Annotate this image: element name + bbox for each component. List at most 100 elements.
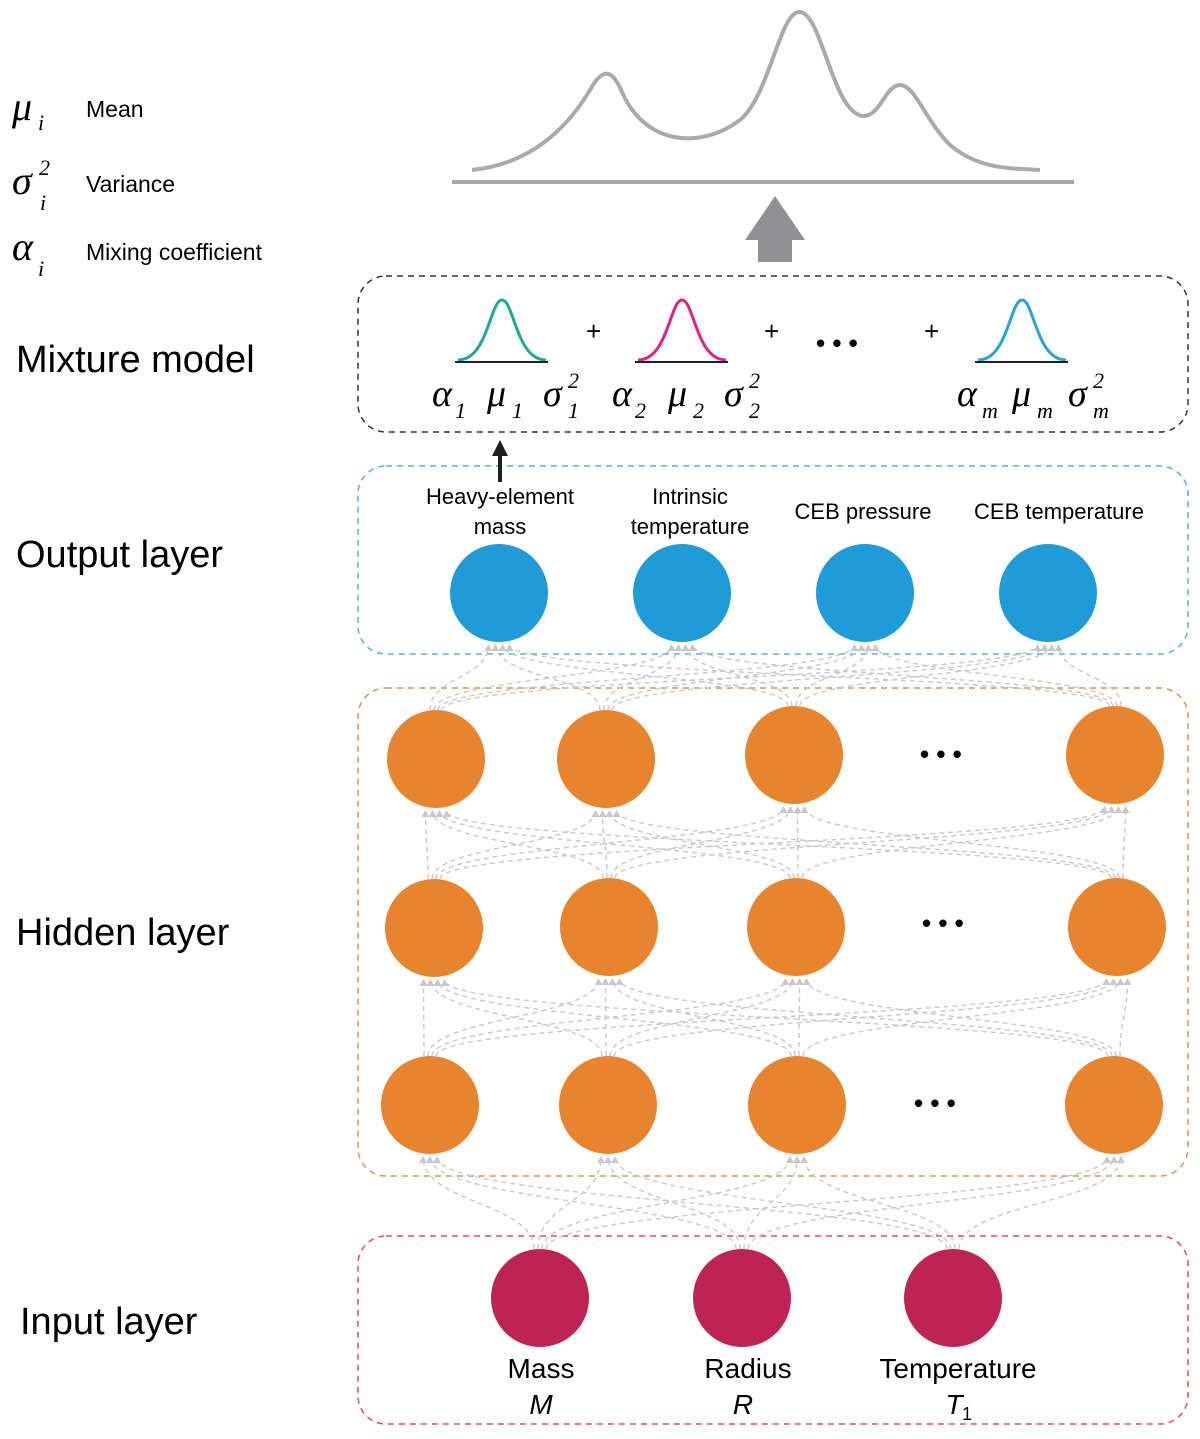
hidden3-hidden2-connection-2-3 xyxy=(609,978,797,1057)
input-node-mass xyxy=(491,1249,589,1347)
input-symbol-temperature-sub: 1 xyxy=(962,1404,972,1424)
sigma-1-sup: 2 xyxy=(568,368,579,393)
hidden-layer-box xyxy=(357,687,1189,1177)
alpha-1-sub: 1 xyxy=(455,398,466,423)
hidden-node-r3-4 xyxy=(1065,1056,1163,1154)
plus-2: + xyxy=(764,316,779,346)
mu-m-sub: m xyxy=(1037,398,1053,423)
sigma-2-sub: 2 xyxy=(749,398,760,423)
input-layer-box xyxy=(357,1235,1189,1425)
mu-2-sub: 2 xyxy=(693,398,704,423)
hidden1-output-connection-4-1 xyxy=(505,644,1110,707)
input-symbol-radius: R xyxy=(733,1389,753,1420)
output-layer-box xyxy=(357,465,1189,655)
hidden3-hidden2-connection-2-1 xyxy=(426,979,603,1057)
legend-variance-symbol: σ xyxy=(12,158,33,203)
hidden-node-r2-1 xyxy=(385,879,483,977)
alpha-m: α xyxy=(957,373,978,415)
legend: μ i Mean σ 2 i Variance α i Mixing coeff… xyxy=(11,84,263,281)
hidden1-output-connection-1-2 xyxy=(433,644,676,711)
hidden3-hidden2-connection-3-2 xyxy=(608,978,796,1057)
mixture-model-box xyxy=(357,275,1189,433)
output-label-heavy-element-line1: Heavy-element xyxy=(426,484,574,509)
input-hidden-connection-3-1 xyxy=(433,1156,948,1250)
hidden3-hidden2-connection-1-1 xyxy=(419,979,428,1057)
input-symbol-temperature: T xyxy=(945,1389,964,1420)
hidden2-hidden1-connection-1-1 xyxy=(421,810,430,880)
sigma-1: σ xyxy=(543,373,563,415)
input-hidden-connection-2-3 xyxy=(743,1156,801,1250)
hidden-ellipsis-r3: • • • xyxy=(914,1088,956,1118)
hidden2-hidden1-connection-1-2 xyxy=(431,810,600,880)
legend-mixing-label: Mixing coefficient xyxy=(86,239,263,265)
sigma-m-sub: m xyxy=(1093,398,1109,423)
hidden2-hidden1-connection-1-4 xyxy=(439,806,1109,880)
input-hidden-connection-3-2 xyxy=(611,1156,952,1250)
output-label-heavy-element-line2: mass xyxy=(474,514,527,539)
hidden1-output-connection-2-1 xyxy=(491,644,601,711)
input-hidden-connection-2-2 xyxy=(604,1156,741,1250)
hidden1-output-connection-2-2 xyxy=(603,644,683,711)
hidden2-hidden1-connection-2-3 xyxy=(610,806,795,879)
output-label-intrinsic-line1: Intrinsic xyxy=(652,484,728,509)
sigma-m: σ xyxy=(1068,373,1088,415)
hidden2-hidden1-connection-1-3 xyxy=(435,806,788,880)
alpha-m-sub: m xyxy=(982,398,998,423)
sigma-m-sup: 2 xyxy=(1093,368,1104,393)
hidden3-hidden2-connection-1-4 xyxy=(435,978,1111,1057)
output-layer-label: Output layer xyxy=(16,534,223,576)
output-node-ceb-pressure xyxy=(816,544,914,642)
mixture-distribution xyxy=(452,10,1074,262)
hidden-node-r1-1 xyxy=(387,710,485,808)
hidden-ellipsis-r2: • • • xyxy=(922,908,964,938)
hidden-node-r2-2 xyxy=(560,878,658,976)
input-hidden-connection-1-3 xyxy=(541,1156,794,1250)
hidden-node-r2-4 xyxy=(1068,878,1166,976)
input-label-radius: Radius xyxy=(704,1353,791,1384)
input-hidden-connection-3-4 xyxy=(958,1156,1125,1250)
output-label-intrinsic-line2: temperature xyxy=(631,514,750,539)
hidden1-output-connection-3-2 xyxy=(681,644,793,707)
mixture-component-m: α m μ m σ 2 m xyxy=(957,298,1109,423)
hidden-node-r1-2 xyxy=(557,710,655,808)
hidden2-hidden1-connection-4-1 xyxy=(442,810,1112,879)
gaussian-curve-m xyxy=(977,298,1067,362)
hidden-node-r2-3 xyxy=(747,878,845,976)
hidden1-output-connection-4-3 xyxy=(871,644,1118,707)
input-hidden-connection-1-4 xyxy=(545,1156,1111,1250)
hidden1-output-connection-3-4 xyxy=(799,644,1056,707)
hidden2-hidden1-connection-3-1 xyxy=(435,810,791,879)
sigma-2: σ xyxy=(724,373,744,415)
hidden2-hidden1-connection-4-2 xyxy=(612,810,1116,879)
gaussian-curve-2 xyxy=(637,298,727,362)
input-node-temperature xyxy=(904,1249,1002,1347)
hidden2-hidden1-connection-4-4 xyxy=(1121,806,1130,879)
hidden-node-r1-4 xyxy=(1066,706,1164,804)
legend-variance-sup: 2 xyxy=(39,155,50,180)
alpha-2: α xyxy=(612,373,633,415)
hidden1-output-connection-4-4 xyxy=(1054,644,1122,707)
hidden3-hidden2-connection-4-2 xyxy=(615,978,1113,1057)
hidden1-output-connection-3-3 xyxy=(795,644,873,707)
alpha-2-sub: 2 xyxy=(635,398,646,423)
hidden2-hidden1-connection-4-3 xyxy=(800,806,1120,879)
input-hidden-connection-2-4 xyxy=(747,1156,1118,1250)
hidden2-hidden1-connection-3-2 xyxy=(605,810,795,879)
hidden1-output-connection-2-4 xyxy=(611,644,1049,711)
hidden1-output-connection-3-1 xyxy=(498,644,789,707)
hidden1-output-connection-1-1 xyxy=(429,644,493,711)
connections xyxy=(419,644,1132,1250)
hidden2-hidden1-connection-3-3 xyxy=(793,806,802,879)
input-symbol-mass: M xyxy=(529,1389,553,1420)
input-hidden-connection-1-2 xyxy=(537,1156,605,1250)
mu-1: μ xyxy=(486,373,506,415)
input-label-mass: Mass xyxy=(508,1353,575,1384)
legend-variance-sub: i xyxy=(40,190,46,215)
output-node-ceb-temperature xyxy=(999,544,1097,642)
legend-variance-label: Variance xyxy=(86,171,175,197)
legend-mean-sub: i xyxy=(38,110,44,135)
output-label-ceb-pressure: CEB pressure xyxy=(795,499,932,524)
hidden3-hidden2-connection-4-3 xyxy=(802,978,1117,1057)
hidden-node-r1-3 xyxy=(745,706,843,804)
